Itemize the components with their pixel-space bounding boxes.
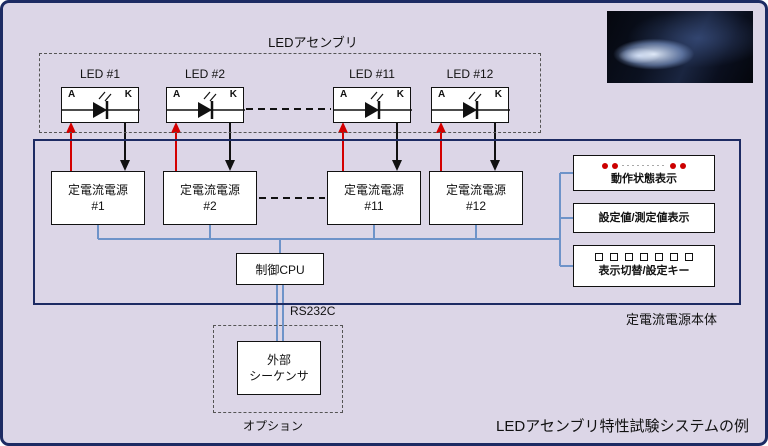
key-button-icon bbox=[595, 253, 603, 261]
led-label: LED #12 bbox=[446, 67, 494, 81]
option-label: オプション bbox=[243, 419, 304, 433]
main-unit-label: 定電流電源本体 bbox=[625, 312, 717, 327]
red-lamp-icon bbox=[601, 162, 608, 169]
led-unit-11: LED #11 A K bbox=[333, 65, 412, 123]
key-button-icon bbox=[655, 253, 663, 261]
psu-2: 定電流電源 #2 bbox=[163, 171, 257, 225]
status-display-box: ········· 動作状態表示 bbox=[573, 155, 715, 191]
led-diode-box: A K bbox=[431, 87, 510, 123]
led-diode-icon bbox=[62, 91, 140, 119]
key-button-icon bbox=[670, 253, 678, 261]
led-label: LED #11 bbox=[349, 67, 395, 81]
red-lamp-icon bbox=[611, 162, 618, 169]
psu-11: 定電流電源 #11 bbox=[327, 171, 421, 225]
external-sequencer-box: 外部 シーケンサ bbox=[237, 341, 321, 395]
setting-keys-label: 表示切替/設定キー bbox=[598, 265, 690, 277]
led-diode-box: A K bbox=[333, 87, 412, 123]
power-supply-unit-frame bbox=[33, 139, 741, 305]
psu-number: #11 bbox=[364, 199, 384, 213]
rs232c-label: RS232C bbox=[290, 304, 336, 318]
key-button-icon bbox=[625, 253, 633, 261]
led-diode-box: A K bbox=[166, 87, 245, 123]
led-diode-box: A K bbox=[61, 87, 140, 123]
psu-name: 定電流電源 bbox=[179, 183, 240, 197]
cathode-label: K bbox=[494, 89, 502, 100]
led-diode-icon bbox=[432, 91, 510, 119]
psu-name: 定電流電源 bbox=[67, 183, 128, 197]
status-indicator-lamps: ········· bbox=[574, 159, 714, 172]
key-buttons-row bbox=[574, 250, 714, 264]
value-display-box: 設定値/測定値表示 bbox=[573, 203, 715, 233]
anode-label: A bbox=[438, 89, 446, 100]
sequencer-label-line1: 外部 bbox=[266, 353, 291, 367]
led-label: LED #2 bbox=[184, 67, 226, 81]
psu-number: #2 bbox=[203, 199, 217, 213]
led-unit-12: LED #12 A K bbox=[431, 65, 510, 123]
sequencer-label-line2: シーケンサ bbox=[249, 369, 309, 383]
psu-number: #1 bbox=[91, 199, 105, 213]
diagram-caption: LEDアセンブリ特性試験システムの例 bbox=[496, 418, 749, 435]
cathode-label: K bbox=[396, 89, 404, 100]
red-lamp-icon bbox=[680, 162, 687, 169]
cpu-label: 制御CPU bbox=[255, 262, 305, 277]
cathode-label: K bbox=[124, 89, 132, 100]
red-lamp-icon bbox=[670, 162, 677, 169]
led-diode-icon bbox=[167, 91, 245, 119]
setting-keys-box: 表示切替/設定キー bbox=[573, 245, 715, 287]
led-unit-2: LED #2 A K bbox=[166, 65, 245, 123]
status-display-label: 動作状態表示 bbox=[611, 173, 677, 185]
key-button-icon bbox=[640, 253, 648, 261]
led-diode-icon bbox=[334, 91, 412, 119]
psu-1: 定電流電源 #1 bbox=[51, 171, 145, 225]
led-assembly-dashed-box bbox=[39, 53, 541, 133]
value-display-label: 設定値/測定値表示 bbox=[598, 211, 690, 224]
psu-number: #12 bbox=[465, 199, 487, 213]
psu-name: 定電流電源 bbox=[343, 183, 404, 197]
control-cpu-box: 制御CPU bbox=[236, 253, 324, 285]
led-assembly-title: LEDアセンブリ bbox=[268, 35, 358, 50]
anode-label: A bbox=[173, 89, 181, 100]
anode-label: A bbox=[340, 89, 348, 100]
connector-lines bbox=[66, 108, 573, 341]
key-button-icon bbox=[610, 253, 618, 261]
psu-12: 定電流電源 #12 bbox=[429, 171, 523, 225]
led-unit-1: LED #1 A K bbox=[61, 65, 140, 123]
key-button-icon bbox=[685, 253, 693, 261]
led-label: LED #1 bbox=[79, 67, 121, 81]
anode-label: A bbox=[68, 89, 76, 100]
psu-name: 定電流電源 bbox=[445, 183, 506, 197]
cathode-label: K bbox=[229, 89, 237, 100]
option-dashed-box bbox=[213, 325, 343, 413]
lamp-dots: ········· bbox=[621, 160, 667, 170]
car-headlight-photo bbox=[607, 11, 753, 83]
